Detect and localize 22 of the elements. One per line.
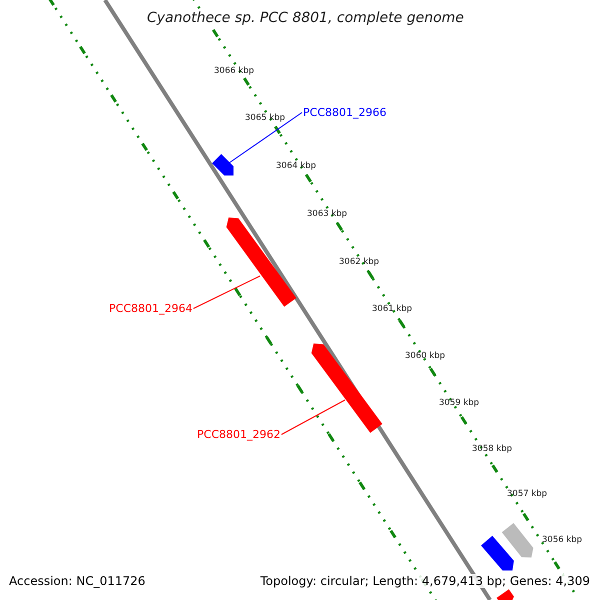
scale-label: 3057 kbp — [507, 489, 548, 499]
gene-block — [502, 522, 534, 558]
genome-info-text: Topology: circular; Length: 4,679,413 bp; Genes: 4,309 — [260, 574, 590, 588]
scale-label: 3058 kbp — [472, 444, 512, 454]
gene-label: PCC8801_2964 — [109, 302, 192, 315]
leader-line — [280, 400, 346, 435]
leader-line — [192, 276, 260, 309]
scale-label: 3065 kbp — [245, 113, 286, 123]
gene-block — [481, 536, 514, 571]
scale-label: 3060 kbp — [405, 351, 446, 361]
gene-block — [212, 154, 234, 176]
accession-text: Accession: NC_011726 — [9, 574, 146, 588]
gene-label: PCC8801_2962 — [197, 428, 280, 441]
scale-label: 3059 kbp — [439, 398, 480, 408]
gene-label: PCC8801_2966 — [303, 106, 386, 119]
scale-label: 3066 kbp — [214, 66, 254, 76]
leader-line — [228, 112, 302, 164]
gene-block — [226, 217, 296, 307]
scale-label: 3062 kbp — [339, 257, 380, 267]
diagram-title: Cyanothece sp. PCC 8801, complete genome — [147, 10, 464, 26]
scale-label: 3064 kbp — [276, 161, 316, 171]
gene-block — [311, 343, 382, 433]
